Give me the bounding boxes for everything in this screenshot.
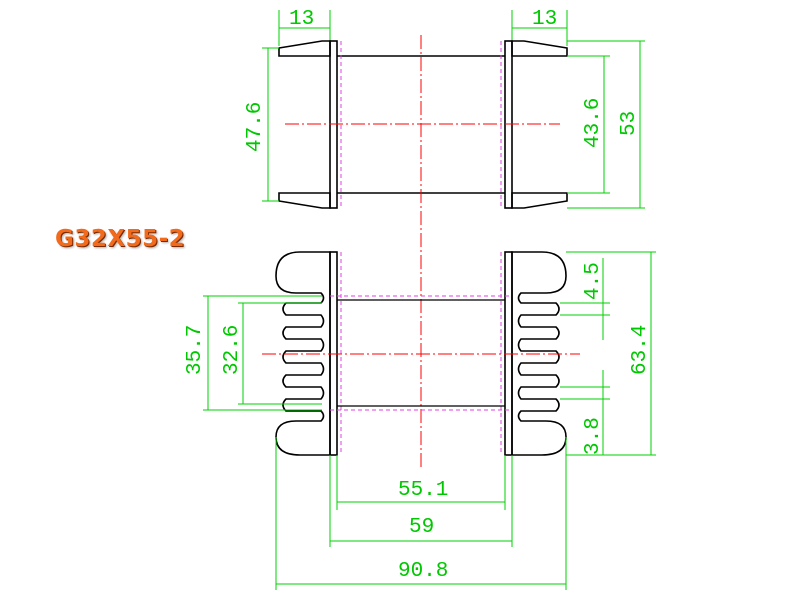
dim-front-slot-outer: 35.7 (184, 325, 207, 375)
dim-top-height-inner: 47.6 (244, 102, 267, 152)
dim-front-pitch-top: 4.5 (582, 262, 605, 300)
front-left-comb (275, 251, 331, 456)
front-view-dimensions: 35.7 32.6 4.5 3.8 63.4 55.1 59 9 (184, 251, 656, 590)
dim-top-flange-right: 13 (532, 8, 557, 31)
front-right-comb (511, 251, 567, 456)
dim-front-slot-inner: 32.6 (221, 325, 244, 375)
dim-top-height-overall: 53 (618, 111, 641, 136)
dim-front-pitch-bottom: 3.8 (582, 417, 605, 455)
dim-top-flange-left: 13 (289, 8, 314, 31)
part-number-label: G32X55-2 (55, 226, 186, 252)
dim-width-overall: 90.8 (398, 560, 448, 583)
dim-width-inner: 55.1 (398, 479, 448, 502)
top-view-dimensions: 13 13 47.6 43.6 53 (244, 8, 645, 209)
top-view (278, 35, 568, 470)
dim-width-mid: 59 (409, 516, 434, 539)
dim-top-height-mid: 43.6 (582, 98, 605, 148)
front-view (262, 251, 580, 456)
dim-front-height-overall: 63.4 (629, 325, 652, 375)
